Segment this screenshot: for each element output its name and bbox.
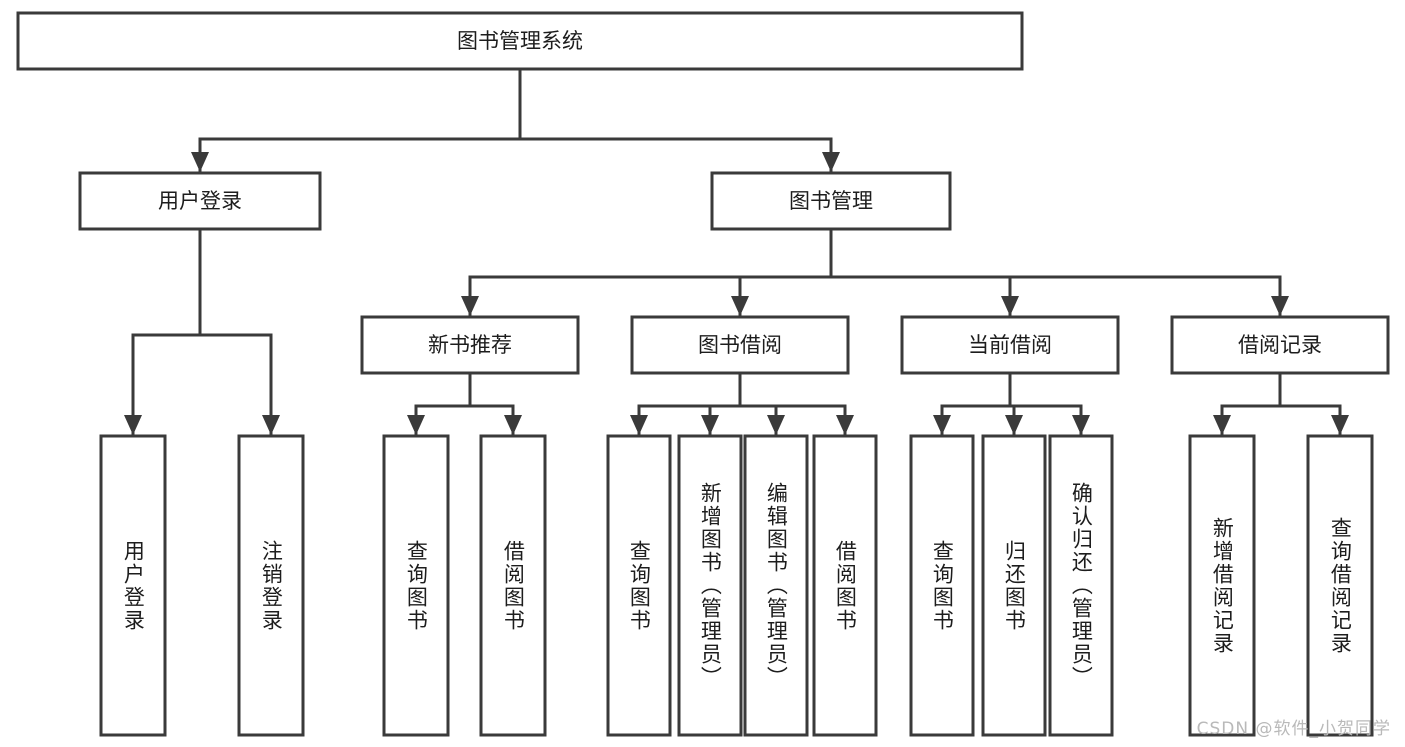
- node-label: 新书推荐: [428, 333, 512, 357]
- node-label: 图书管理: [789, 189, 873, 213]
- arrow-head-icon: [701, 415, 719, 435]
- arrow-head-icon: [731, 296, 749, 316]
- node-box-rect[interactable]: [900, 315, 1120, 375]
- node-box-rect[interactable]: [99, 434, 167, 737]
- node-box-rect[interactable]: [710, 171, 952, 231]
- arrow-head-icon: [504, 415, 522, 435]
- node-leaf-11: [1188, 434, 1256, 737]
- node-label: 图书借阅: [698, 333, 782, 357]
- arrow-head-icon: [933, 415, 951, 435]
- arrow-head-icon: [262, 415, 280, 435]
- node-level2-3: [1170, 315, 1390, 375]
- node-level1-0: [78, 171, 322, 231]
- node-box-rect[interactable]: [382, 434, 450, 737]
- node-box-rect[interactable]: [743, 434, 809, 737]
- node-box-rect[interactable]: [78, 171, 322, 231]
- arrow-head-icon: [461, 296, 479, 316]
- node-box-rect[interactable]: [1306, 434, 1374, 737]
- node-leaf-6: [743, 434, 809, 737]
- node-box-rect[interactable]: [981, 434, 1047, 737]
- node-box-rect[interactable]: [1188, 434, 1256, 737]
- arrow-head-icon: [1072, 415, 1090, 435]
- node-box-rect[interactable]: [677, 434, 743, 737]
- watermark: CSDN @软件_小贺同学: [1196, 719, 1391, 739]
- node-label: 借阅记录: [1238, 333, 1322, 357]
- arrow-head-icon: [1331, 415, 1349, 435]
- node-box-rect[interactable]: [16, 11, 1024, 71]
- node-leaf-0: [99, 434, 167, 737]
- node-label: 用户登录: [158, 189, 242, 213]
- node-box-rect[interactable]: [360, 315, 580, 375]
- arrow-head-icon: [191, 152, 209, 172]
- arrow-head-icon: [767, 415, 785, 435]
- node-leaf-5: [677, 434, 743, 737]
- node-box-rect[interactable]: [812, 434, 878, 737]
- node-leaf-4: [606, 434, 672, 737]
- node-boxes: [16, 11, 1390, 737]
- arrow-head-icon: [1213, 415, 1231, 435]
- node-level1-1: [710, 171, 952, 231]
- arrow-head-icon: [1271, 296, 1289, 316]
- node-leaf-1: [237, 434, 305, 737]
- arrow-head-icon: [630, 415, 648, 435]
- connector-lines: [124, 67, 1349, 437]
- arrow-head-icon: [1001, 296, 1019, 316]
- node-leaf-8: [909, 434, 975, 737]
- node-root: [16, 11, 1024, 71]
- node-box-rect[interactable]: [909, 434, 975, 737]
- arrow-head-icon: [124, 415, 142, 435]
- node-label: 当前借阅: [968, 333, 1052, 357]
- arrow-head-icon: [836, 415, 854, 435]
- node-box-rect[interactable]: [479, 434, 547, 737]
- node-leaf-3: [479, 434, 547, 737]
- node-label: 图书管理系统: [457, 29, 583, 53]
- arrow-head-icon: [407, 415, 425, 435]
- node-leaf-12: [1306, 434, 1374, 737]
- node-level2-2: [900, 315, 1120, 375]
- node-box-rect[interactable]: [237, 434, 305, 737]
- node-level2-1: [630, 315, 850, 375]
- node-leaf-7: [812, 434, 878, 737]
- node-leaf-9: [981, 434, 1047, 737]
- node-box-rect[interactable]: [1170, 315, 1390, 375]
- node-leaf-10: [1048, 434, 1114, 737]
- node-box-rect[interactable]: [1048, 434, 1114, 737]
- arrow-head-icon: [1005, 415, 1023, 435]
- node-box-rect[interactable]: [630, 315, 850, 375]
- node-leaf-2: [382, 434, 450, 737]
- node-level2-0: [360, 315, 580, 375]
- arrow-head-icon: [822, 152, 840, 172]
- node-box-rect[interactable]: [606, 434, 672, 737]
